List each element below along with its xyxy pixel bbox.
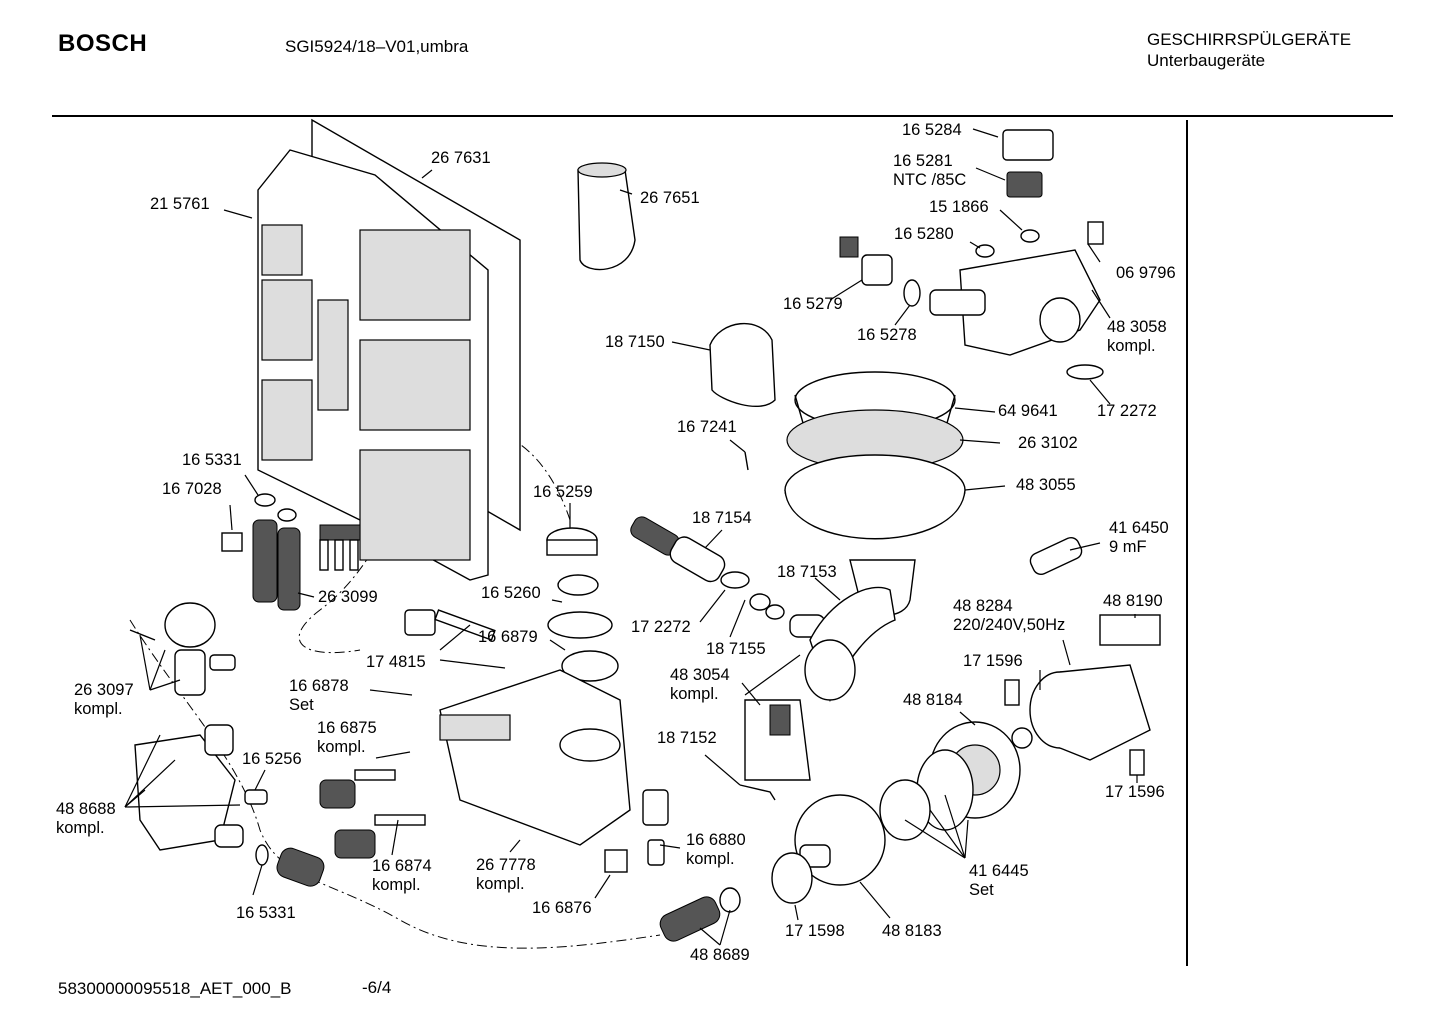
part-label-483054: 48 3054 kompl. (670, 666, 730, 703)
part-label-172272-b: 17 2272 (631, 618, 691, 636)
document-id: 58300000095518_AET_000_B (58, 979, 292, 998)
seal-171598 (771, 852, 813, 904)
part-label-187150: 18 7150 (605, 333, 665, 351)
hose-488689 (659, 887, 741, 942)
leader-lines (124, 128, 1138, 946)
ring-165260 (557, 574, 599, 596)
cap-165259 (546, 527, 598, 556)
part-label-166875: 16 6875 kompl. (317, 719, 377, 756)
dispenser-housing-267778 (439, 669, 631, 846)
part-label-187155: 18 7155 (706, 640, 766, 658)
valve-488688 (134, 724, 244, 851)
part-label-488183: 48 8183 (882, 922, 942, 940)
category-subtitle: Unterbaugeräte (1147, 51, 1266, 70)
solenoid-166875 (319, 769, 396, 809)
bearing (1011, 727, 1033, 749)
part-label-165281: 16 5281 NTC /85C (893, 152, 967, 189)
category-title: GESCHIRRSPÜLGERÄTE (1147, 30, 1352, 49)
funnel-267651 (577, 162, 636, 271)
part-label-165331-a: 16 5331 (182, 451, 242, 469)
part-label-488184: 48 8184 (903, 691, 963, 709)
springs-263099 (252, 493, 301, 611)
part-label-174815: 17 4815 (366, 653, 426, 671)
part-label-483058: 48 3058 kompl. (1107, 318, 1167, 355)
part-label-416445: 41 6445 Set (969, 862, 1029, 899)
part-label-166876: 16 6876 (532, 899, 592, 917)
solenoid-166874 (334, 814, 426, 859)
hose-187154 (630, 516, 826, 638)
valve-174815 (404, 609, 496, 641)
elbow-187153 (804, 586, 896, 703)
part-label-165278: 16 5278 (857, 326, 917, 344)
part-label-267651: 26 7651 (640, 189, 700, 207)
page-number: -6/4 (362, 978, 392, 997)
part-label-167028: 16 7028 (162, 480, 222, 498)
ring-166879-a (547, 611, 613, 639)
brand-logo: BOSCH (58, 30, 148, 57)
part-label-172272-a: 17 2272 (1097, 402, 1157, 420)
part-label-165256: 16 5256 (242, 750, 302, 768)
screw-167241 (744, 451, 749, 471)
model-number: SGI5924/18–V01,umbra (285, 37, 469, 56)
bracket-488190 (1099, 614, 1161, 646)
part-label-171596-b: 17 1596 (1105, 783, 1165, 801)
clip-167028 (221, 532, 243, 552)
part-label-166878: 16 6878 Set (289, 677, 349, 714)
part-label-166879: 16 6879 (478, 628, 538, 646)
clip-187152 (739, 784, 776, 801)
part-label-277778: 26 7778 kompl. (476, 856, 536, 893)
sensor-group (839, 129, 1104, 380)
air-duct-panel-215761 (257, 149, 489, 581)
part-label-263102: 26 3102 (1018, 434, 1078, 452)
part-label-187152: 18 7152 (657, 729, 717, 747)
part-label-263099: 26 3099 (318, 588, 378, 606)
ring-166879-b (561, 650, 619, 682)
part-label-165259: 16 5259 (533, 483, 593, 501)
part-label-187154: 18 7154 (692, 509, 752, 527)
part-label-649641: 64 9641 (998, 402, 1058, 420)
clip-166876 (604, 849, 628, 873)
part-label-171598: 17 1598 (785, 922, 845, 940)
sump-assembly (784, 371, 966, 616)
part-label-151866: 15 1866 (929, 198, 989, 216)
part-label-483055: 48 3055 (1016, 476, 1076, 494)
clip-171596-b (1129, 749, 1145, 776)
part-label-166880: 16 6880 kompl. (686, 831, 746, 868)
part-label-488190: 48 8190 (1103, 592, 1163, 610)
clip-171596-a (1004, 679, 1020, 706)
part-label-187153: 18 7153 (777, 563, 837, 581)
part-label-215761: 21 5761 (150, 195, 210, 213)
part-label-488284: 48 8284 220/240V,50Hz (953, 597, 1066, 634)
capacitor-416450 (1029, 536, 1083, 576)
part-label-167241: 16 7241 (677, 418, 737, 436)
part-label-171596-a: 17 1596 (963, 652, 1023, 670)
part-label-165279: 16 5279 (783, 295, 843, 313)
hose-lower (276, 847, 325, 887)
part-label-488689: 48 8689 (690, 946, 750, 964)
float-166880 (642, 789, 669, 866)
valve-263097 (129, 602, 236, 696)
part-label-165284: 16 5284 (902, 121, 962, 139)
part-label-069796: 06 9796 (1116, 264, 1176, 282)
part-label-165260: 16 5260 (481, 584, 541, 602)
part-label-165331-b: 16 5331 (236, 904, 296, 922)
clip-165256 (244, 789, 268, 805)
impeller-set-416445 (879, 749, 974, 841)
pump-motor-488284 (1029, 664, 1151, 761)
part-label-416450: 41 6450 9 mF (1109, 519, 1169, 556)
cover-187150 (709, 323, 776, 407)
part-label-166874: 16 6874 kompl. (372, 857, 432, 894)
ring-165331-lower (255, 844, 269, 866)
part-label-267631: 26 7631 (431, 149, 491, 167)
part-label-263097: 26 3097 kompl. (74, 681, 134, 718)
part-label-165280: 16 5280 (894, 225, 954, 243)
pump-483054 (744, 699, 811, 781)
part-label-488688: 48 8688 kompl. (56, 800, 116, 837)
